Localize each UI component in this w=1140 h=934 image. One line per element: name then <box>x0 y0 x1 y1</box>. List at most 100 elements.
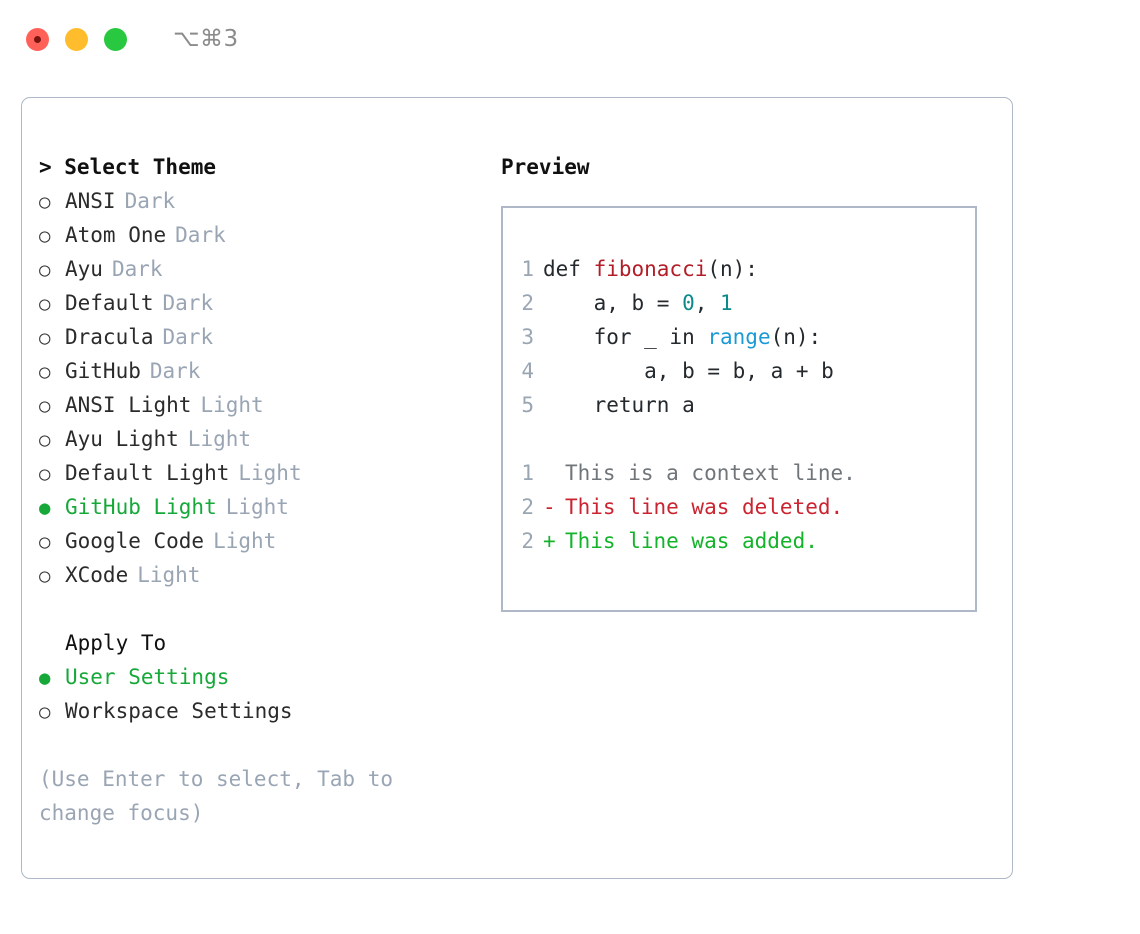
theme-name: ANSI Light <box>65 393 192 417</box>
code-line: 1 def fibonacci(n): <box>516 252 834 286</box>
code-token: 0 <box>682 291 695 315</box>
theme-name: Default Light <box>65 461 230 485</box>
code-line-number: 1 <box>521 257 534 281</box>
theme-name: GitHub Light <box>65 495 217 519</box>
code-line: 4 a, b = b, a + b <box>516 354 833 388</box>
code-token: (n): <box>770 325 822 349</box>
theme-name: ANSI <box>65 189 116 213</box>
radio-unselected-icon[interactable]: ○ <box>39 327 51 349</box>
minimize-button[interactable] <box>65 27 88 51</box>
diff-sign: - <box>543 495 556 519</box>
title-bar: ⌥⌘3 <box>0 0 1140 78</box>
theme-name: XCode <box>65 563 129 587</box>
apply-to-list[interactable]: ● User Settings ○ Workspace Settings <box>39 660 469 728</box>
diff-text: This line was added. <box>565 529 818 553</box>
theme-list-item[interactable]: ○ Google Code Light <box>39 524 469 558</box>
code-token: fibonacci <box>593 257 708 281</box>
radio-unselected-icon[interactable]: ○ <box>39 361 51 383</box>
code-token: (n): <box>707 257 758 281</box>
theme-kind-badge: Dark <box>111 257 163 281</box>
select-theme-heading: > Select Theme <box>39 155 217 179</box>
radio-unselected-icon[interactable]: ○ <box>39 531 51 553</box>
theme-kind-badge: Light <box>213 529 277 553</box>
close-button[interactable] <box>26 27 49 51</box>
theme-kind-badge: Dark <box>124 189 176 213</box>
code-line: 3 for _ in range(n): <box>516 320 834 354</box>
keyboard-shortcut-label: ⌥⌘3 <box>173 26 239 52</box>
radio-unselected-icon[interactable]: ○ <box>39 191 51 213</box>
diff-sign: + <box>543 529 556 553</box>
radio-unselected-icon[interactable]: ○ <box>39 395 51 417</box>
code-line-number: 4 <box>521 359 534 383</box>
diff-line: 2+This line was added. <box>516 524 856 558</box>
apply-to-item[interactable]: ● User Settings <box>39 660 469 694</box>
diff-line-number: 2 <box>521 495 534 519</box>
theme-kind-badge: Dark <box>162 325 214 349</box>
theme-name: GitHub <box>65 359 141 383</box>
traffic-light-controls <box>26 27 127 51</box>
theme-kind-badge: Light <box>225 495 289 519</box>
theme-list-item[interactable]: ○ Default Dark <box>39 286 469 320</box>
code-token: range <box>707 325 771 349</box>
code-line: 2 a, b = 0, 1 <box>516 286 834 320</box>
theme-list-item[interactable]: ○ Default Light Light <box>39 456 469 490</box>
theme-kind-badge: Light <box>187 427 252 451</box>
radio-unselected-icon[interactable]: ○ <box>39 565 51 587</box>
diff-line: 2-This line was deleted. <box>516 490 856 524</box>
theme-list-item[interactable]: ○ Ayu Light Light <box>39 422 469 456</box>
diff-sign <box>543 456 565 490</box>
radio-unselected-icon[interactable]: ○ <box>39 463 51 485</box>
theme-name: Ayu Light <box>65 427 179 451</box>
code-line-number: 5 <box>521 393 534 417</box>
radio-selected-icon[interactable]: ● <box>39 497 51 519</box>
theme-list-item[interactable]: ○ Ayu Dark <box>39 252 469 286</box>
theme-kind-badge: Light <box>238 461 302 485</box>
apply-to-label: Workspace Settings <box>65 699 293 723</box>
theme-kind-badge: Light <box>137 563 201 587</box>
theme-list-item[interactable]: ○ XCode Light <box>39 558 469 592</box>
theme-list-item[interactable]: ○ ANSI Dark <box>39 184 469 218</box>
theme-kind-badge: Dark <box>175 223 226 247</box>
theme-name: Atom One <box>65 223 167 247</box>
diff-text: This line was deleted. <box>565 495 844 519</box>
radio-unselected-icon[interactable]: ○ <box>39 225 51 247</box>
theme-name: Google Code <box>65 529 205 553</box>
code-token: return a <box>543 393 695 417</box>
code-token: a, b = <box>543 291 683 315</box>
code-line-number: 2 <box>521 291 534 315</box>
apply-to-section: Apply To ● User Settings ○ Workspace Settin… <box>39 626 469 728</box>
code-line-number: 3 <box>521 325 534 349</box>
apply-to-heading: Apply To <box>65 631 167 655</box>
theme-kind-badge: Dark <box>162 291 214 315</box>
diff-line: 1 This is a context line. <box>516 456 856 490</box>
apply-to-item[interactable]: ○ Workspace Settings <box>39 694 469 728</box>
preview-heading: Preview <box>501 155 590 179</box>
theme-kind-badge: Dark <box>149 359 201 383</box>
apply-to-label: User Settings <box>65 665 230 689</box>
diff-text: This is a context line. <box>565 461 856 485</box>
code-token: 1 <box>720 291 733 315</box>
maximize-button[interactable] <box>104 27 127 51</box>
radio-unselected-icon[interactable]: ○ <box>39 429 51 451</box>
diff-line-number: 1 <box>521 461 534 485</box>
diff-sample: 1 This is a context line.2-This line was… <box>516 456 856 558</box>
code-line: 5 return a <box>516 388 834 422</box>
radio-selected-icon[interactable]: ● <box>39 667 51 689</box>
radio-unselected-icon[interactable]: ○ <box>39 701 51 723</box>
theme-name: Ayu <box>65 257 103 281</box>
theme-name: Default <box>65 291 154 315</box>
radio-unselected-icon[interactable]: ○ <box>39 259 51 281</box>
radio-unselected-icon[interactable]: ○ <box>39 293 51 315</box>
theme-list-item[interactable]: ○ Atom One Dark <box>39 218 469 252</box>
theme-list-item[interactable]: ○ GitHub Dark <box>39 354 469 388</box>
theme-list-item[interactable]: ● GitHub Light Light <box>39 490 469 524</box>
code-token: def <box>543 257 594 281</box>
